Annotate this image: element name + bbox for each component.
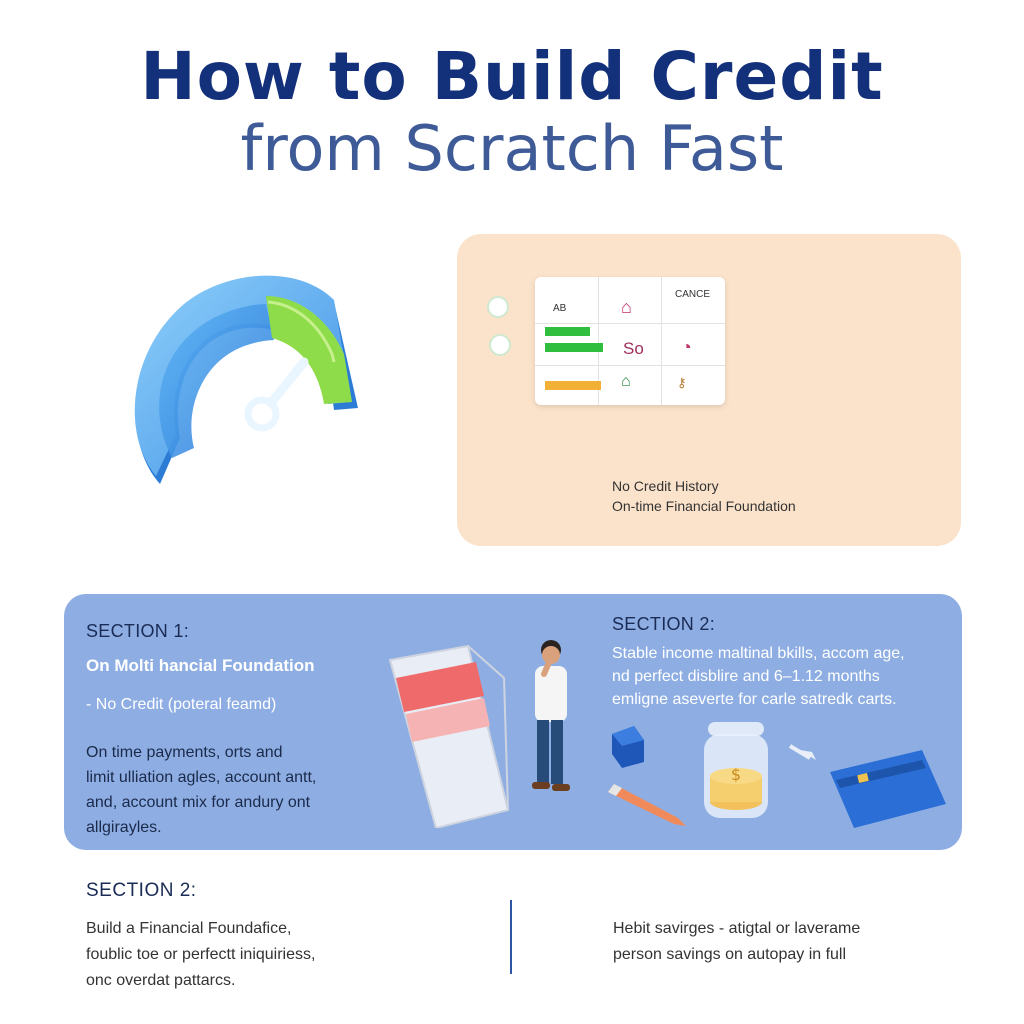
card-line-1: No Credit History <box>612 478 719 494</box>
lower-heading: SECTION 2: <box>86 880 197 901</box>
lower-left-line: foublic toe or perfectt iniquiriess, <box>86 946 316 963</box>
credit-card-icon <box>830 750 946 828</box>
page-subtitle: from Scratch Fast <box>240 112 784 185</box>
mini-table: AB CANCE So ⌂ ◔ ⌂ ⚷ <box>535 277 725 405</box>
section2-heading: SECTION 2: <box>612 614 716 634</box>
bank-icon: ⌂ <box>621 297 632 317</box>
section2-line: Stable income maltinal bkills, accom age… <box>612 645 905 662</box>
table-label-so: So <box>623 339 644 358</box>
illustration <box>388 640 570 828</box>
section1-body: On time payments, orts and limit ulliati… <box>86 740 316 840</box>
jar-symbol: $ <box>731 765 741 784</box>
section2-body: Stable income maltinal bkills, accom age… <box>612 642 905 711</box>
section1-line: limit ulliation agles, account antt, <box>86 769 317 786</box>
person-icon <box>487 296 509 318</box>
section1-heading: SECTION 1: <box>86 621 190 641</box>
section1-bullet: - No Credit (poteral feamd) <box>86 696 277 713</box>
arrow-icon <box>788 744 816 760</box>
cube-icon <box>612 726 644 768</box>
house-icon: ⌂ <box>621 373 631 390</box>
calendar-icon <box>388 644 510 828</box>
lower-left-text: Build a Financial Foundafice, foublic to… <box>86 916 315 994</box>
page-title: How to Build Credit <box>140 38 884 115</box>
section2-line: nd perfect disblire and 6–1.12 months <box>612 668 880 685</box>
divider <box>510 900 512 974</box>
illustration-right: $ <box>608 722 946 828</box>
lower-left-line: onc overdat pattarcs. <box>86 972 236 989</box>
progress-arrow <box>545 327 590 336</box>
speedometer-icon <box>134 275 358 484</box>
progress-arrow <box>545 343 603 352</box>
progress-arrow <box>545 381 601 390</box>
table-label-cance: CANCE <box>675 289 711 300</box>
section1-line: On time payments, orts and <box>86 744 283 761</box>
lower-right-line: Hebit savirges - atigtal or laverame <box>613 920 861 937</box>
dollar-icon <box>489 334 511 356</box>
sections-panel: SECTION 1: On Molti hancial Foundation -… <box>64 594 962 850</box>
key-icon: ⚷ <box>677 375 687 390</box>
coin-jar-icon: $ <box>704 722 768 818</box>
section1-subtitle: On Molti hancial Foundation <box>86 656 315 675</box>
section1-line: and, account mix for andury ont <box>86 794 311 811</box>
lower-right-text: Hebit savirges - atigtal or laverame per… <box>613 916 860 968</box>
person-icon <box>532 640 570 791</box>
section2-line: emligne aseverte for carle satredk carts… <box>612 691 897 708</box>
lower-left-line: Build a Financial Foundafice, <box>86 920 292 937</box>
table-label-ab: AB <box>553 303 567 314</box>
hero-card: AB CANCE So ⌂ ◔ ⌂ ⚷ No Credit History On… <box>457 234 961 546</box>
section1-line: allgirayles. <box>86 819 162 836</box>
clock-icon: ◔ <box>681 337 692 357</box>
pencil-icon <box>608 784 686 826</box>
card-line-2: On-time Financial Foundation <box>612 498 796 514</box>
lower-right-line: person savings on autopay in full <box>613 946 847 963</box>
